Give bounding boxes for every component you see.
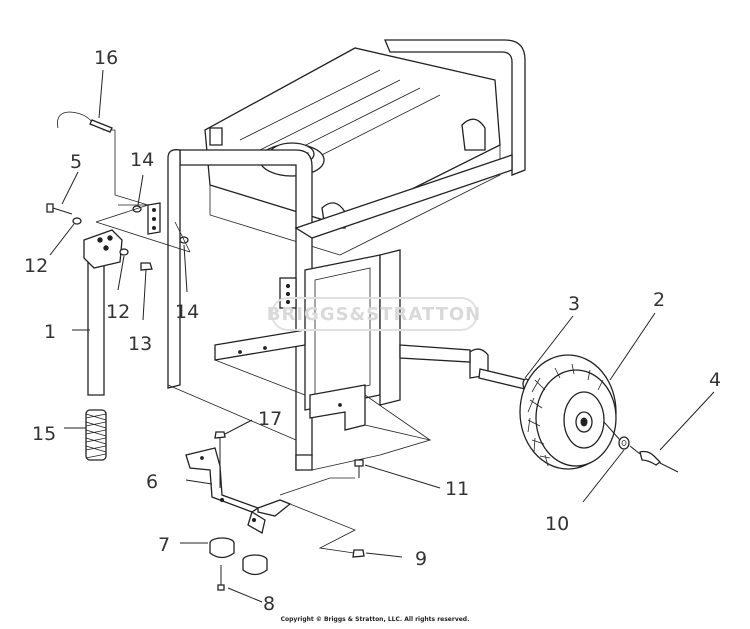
callout-4: 4: [709, 369, 721, 391]
callout-7: 7: [158, 534, 170, 556]
callout-8: 8: [263, 593, 275, 615]
callout-5: 5: [70, 151, 82, 173]
callout-12-upper: 12: [24, 255, 48, 277]
copyright-notice: Copyright © Briggs & Stratton, LLC. All …: [280, 616, 470, 623]
callout-10: 10: [545, 513, 569, 535]
callout-13: 13: [128, 333, 152, 355]
callout-14-lower: 14: [175, 301, 199, 323]
callout-2: 2: [653, 289, 665, 311]
foot-bracket-assembly: [185, 431, 365, 591]
watermark: BRIGGS&STRATTON: [267, 297, 481, 331]
callout-16: 16: [94, 47, 118, 69]
callout-11: 11: [445, 478, 469, 500]
callout-15: 15: [32, 423, 56, 445]
callout-17: 17: [258, 408, 282, 430]
callout-6: 6: [146, 471, 158, 493]
callout-14-upper: 14: [130, 149, 154, 171]
svg-text:BRIGGS&STRATTON: BRIGGS&STRATTON: [267, 304, 481, 325]
generator-frame: [167, 39, 526, 471]
callout-9: 9: [415, 548, 427, 570]
handle-assembly: [46, 111, 191, 461]
callout-12-lower: 12: [106, 301, 130, 323]
wheel-assembly: [478, 354, 679, 473]
callout-leaders: [49, 69, 715, 603]
callout-3: 3: [568, 293, 580, 315]
callout-labels: 1 2 3 4 5 6 7 8 9 10 11 12 12 13 14 14 1…: [24, 47, 721, 615]
callout-1: 1: [44, 321, 56, 343]
